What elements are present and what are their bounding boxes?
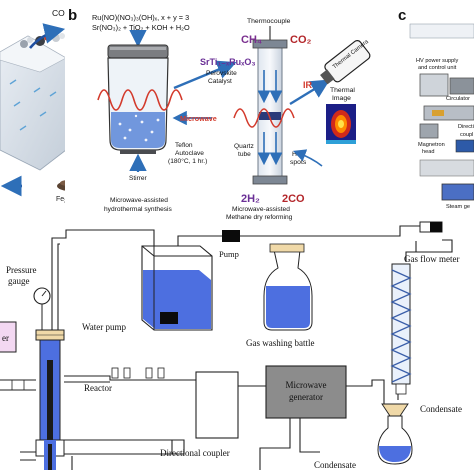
synthesis-label-2: hydrothermal synthesis — [104, 206, 173, 213]
autoclave-label: Autoclave — [175, 150, 204, 157]
magnetron-unit — [419, 123, 439, 139]
catalyst-formula: SrTi₁₋ₓRuₓO₃ — [200, 57, 256, 67]
microwave-generator-label-2: generator — [289, 392, 323, 402]
panel-b: b Ru(NO)(NO₃)₃(OH)ₓ, x + y = 3 Sr(NO₃)₂ … — [65, 2, 395, 221]
microwave-generator-box — [265, 365, 347, 419]
pump-block — [222, 230, 240, 242]
directional-label: Directi — [458, 124, 474, 130]
magnetron-label-1: Magnetron — [418, 142, 445, 148]
h2-label: 2H₂ — [241, 193, 260, 205]
precursor-equation-1: Ru(NO)(NO₃)₃(OH)ₓ, x + y = 3 — [92, 13, 189, 22]
pipe-to-flow-meter — [240, 225, 420, 237]
stirrer-label: Stirrer — [129, 175, 148, 182]
hv-supply-label-2: and control unit — [418, 65, 457, 71]
reactor-wave-icon — [233, 108, 295, 128]
coupler-label: coupl — [460, 132, 473, 138]
steam-generator-unit — [441, 183, 474, 201]
molecule-icons — [20, 23, 66, 49]
condensate-bottom-label: Condensate — [314, 460, 356, 470]
microwave-label: Microwave — [180, 114, 217, 123]
ch4-label: CH₄ — [241, 34, 262, 46]
panel-b-letter: b — [68, 7, 77, 24]
magnetron-label-2: head — [422, 149, 434, 155]
solution-fill — [111, 112, 165, 148]
left-device-box — [0, 321, 17, 353]
steam-generator-label: Steam ge — [446, 204, 470, 210]
waveguide — [423, 105, 474, 121]
pump-label: Pump — [219, 249, 239, 259]
panel-c: c HV power supply and control unit Circu… — [398, 7, 474, 210]
water-pump-block — [160, 312, 178, 324]
pipe-to-pump — [177, 235, 222, 246]
thermocouple-label: Thermocouple — [247, 18, 291, 25]
hot-spots-label-2: spots — [290, 159, 307, 166]
water-pump-label: Water pump — [82, 322, 127, 332]
ir-arrow-icon — [289, 79, 331, 106]
panel-c-letter: c — [398, 7, 406, 24]
pressure-gauge-label-1: Pressure — [6, 265, 37, 275]
teflon-label: Teflon — [175, 142, 193, 149]
quartz-label-2: tube — [238, 151, 251, 158]
quartz-reactor: Thermocouple — [233, 18, 295, 185]
directional-coupler-label: Directional coupler — [160, 448, 230, 458]
thermal-image-label-2: Image — [332, 95, 351, 102]
condensate-right-label: Condensate — [420, 404, 462, 414]
thermal-camera-icon: Thermal Camera — [320, 38, 371, 85]
pipe-reactor-coupler — [64, 375, 196, 381]
mdr-label-2: Methane dry reforming — [226, 214, 293, 221]
pressure-gauge-label-2: gauge — [8, 276, 30, 286]
circulator-label: Circulator — [446, 96, 470, 102]
process-schematic — [0, 225, 453, 470]
hv-supply-label-1: HV power supply — [416, 58, 458, 64]
catalyst-plate-top — [0, 35, 67, 73]
autoclave-vessel — [97, 44, 183, 154]
perovskite-label: Perovskite — [206, 70, 237, 77]
gas-flow-meter — [419, 221, 443, 233]
water-pump-tank — [141, 245, 213, 331]
pipe-top-left — [51, 229, 155, 330]
condition-label: (180°C, 1 hr.) — [168, 157, 207, 165]
to-reactor-arrow-icon — [173, 60, 237, 90]
quartz-label-1: Quartz — [234, 143, 254, 150]
synthesis-label-1: Microwave-assisted — [110, 197, 168, 204]
coil-condenser — [390, 263, 412, 395]
gas-flow-label: Gas flow meter — [404, 254, 459, 264]
ir-label: IR — [303, 80, 313, 90]
precursor-equation-2: Sr(NO₃)₂ + TiO₂ + KOH + H₂O — [92, 23, 190, 32]
microwave-wave-icon — [97, 89, 183, 111]
thermal-image-label-1: Thermal — [330, 87, 355, 94]
co2-label: CO₂ — [290, 34, 312, 46]
microwave-generator-label-1: Microwave — [286, 380, 327, 390]
condensate-collector — [377, 403, 413, 465]
gas-washing-bottle — [263, 243, 313, 331]
hot-spot-arrow-icon — [293, 149, 323, 167]
gas-washing-label: Gas washing battle — [246, 338, 314, 348]
catalyst-label: Catalyst — [208, 78, 232, 85]
co-label: 2CO — [282, 193, 305, 205]
thermal-image — [326, 104, 356, 144]
surface-dashes — [9, 79, 57, 131]
reactor-column — [35, 329, 65, 470]
mdr-label-1: Microwave-assisted — [232, 206, 290, 213]
pipe-fittings — [111, 367, 165, 379]
pressure-gauge-icon — [33, 287, 51, 330]
reactor-label: Reactor — [84, 383, 112, 393]
left-device-label: er — [2, 333, 9, 343]
hv-supply-unit — [419, 73, 449, 97]
directional-coupler-box — [195, 371, 239, 439]
